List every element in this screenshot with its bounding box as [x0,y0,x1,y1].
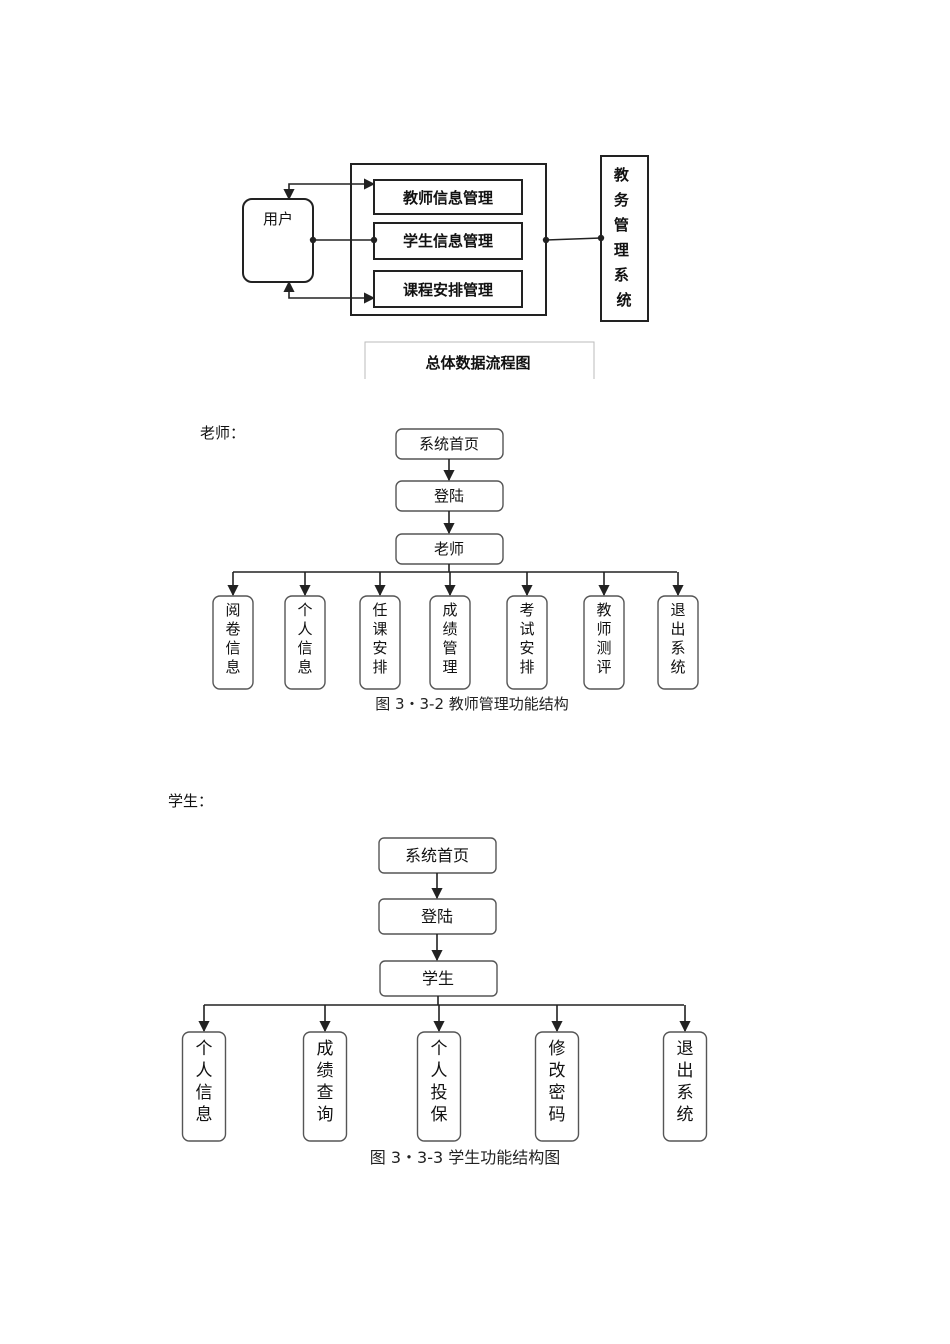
teacher-chain-label-2: 登陆 [434,487,464,505]
module-node-1 [373,179,523,215]
student-leaves: 个人信息 成绩查询 个人投保 修改密码 退出系统 [181,1005,708,1142]
teacher-leaf-label: 个人信息 [297,601,312,676]
teacher-leaf-node [284,595,326,690]
student-function-diagram: 学生： 系统首页 登陆 学生 个人信息 成绩查询 个人投保 修改密码 退出系统 图 3・… [168,792,708,1167]
teacher-function-diagram: 老师： 系统首页 登陆 老师 阅卷信息 个人信息 任课安排 成绩管理 考试安排 教师测评 退… [200,424,699,713]
caption-frame [364,341,595,379]
student-leaf-label: 修改密码 [549,1039,566,1125]
teacher-leaf-node [359,595,401,690]
teacher-leaf-node [506,595,548,690]
teacher-leaf-node [657,595,699,690]
system-char-5: 系 [614,266,629,284]
student-chain-label-2: 登陆 [421,907,453,926]
teacher-chain-label-3: 老师 [434,540,464,558]
module-label-1: 教师信息管理 [402,189,493,207]
system-char-3: 管 [614,216,629,234]
teacher-leaf-label: 成绩管理 [442,601,457,676]
module-label-3: 课程安排管理 [403,281,493,299]
teacher-leaf-label: 教师测评 [596,601,611,676]
diagram2-caption: 图 3・3-2 教师管理功能结构 [375,695,569,713]
student-leaf-label: 个人信息 [196,1039,213,1125]
system-char-6: 统 [616,291,631,309]
teacher-leaf-node [212,595,254,690]
student-section-label: 学生： [168,792,213,810]
system-char-1: 教 [613,166,630,184]
module-node-2 [373,222,523,260]
student-leaf-node [181,1031,227,1142]
student-chain-label-1: 系统首页 [405,846,469,865]
student-chain-label-3: 学生 [422,969,454,988]
teacher-chain-label-1: 系统首页 [419,435,479,453]
system-char-4: 理 [614,241,629,259]
student-leaf-node [416,1031,462,1142]
student-leaf-node [662,1031,708,1142]
diagram1-caption: 总体数据流程图 [425,354,530,372]
user-node-label: 用户 [263,210,293,228]
system-node-label: 教 务 管 理 系 统 [613,166,634,309]
teacher-leaf-label: 退出系统 [670,601,685,676]
teacher-leaf-node [583,595,625,690]
teacher-section-label: 老师： [200,424,245,442]
connector-user-teacher [283,178,376,201]
overall-dataflow-diagram: 用户 教师信息管理 学生信息管理 课程安排管理 教 务 管 理 系 统 总体数据… [242,155,649,379]
student-leaf-label: 成绩查询 [317,1039,334,1125]
student-leaf-label: 个人投保 [431,1039,448,1125]
teacher-leaf-label: 任课安排 [372,601,387,676]
teacher-leaf-node [429,595,471,690]
module-node-3 [373,270,523,308]
teacher-leaf-label: 阅卷信息 [225,601,240,676]
system-node [600,155,649,322]
module-label-2: 学生信息管理 [403,232,493,250]
student-leaf-label: 退出系统 [677,1039,694,1125]
teacher-leaf-label: 考试安排 [519,601,534,676]
connector-system [542,234,605,244]
system-char-2: 务 [614,191,630,209]
teacher-leaves: 阅卷信息 个人信息 任课安排 成绩管理 考试安排 教师测评 退出系统 [212,572,699,690]
connector-user-course [283,280,376,304]
diagram3-caption: 图 3・3-3 学生功能结构图 [370,1148,561,1167]
student-leaf-node [534,1031,580,1142]
student-leaf-node [302,1031,348,1142]
